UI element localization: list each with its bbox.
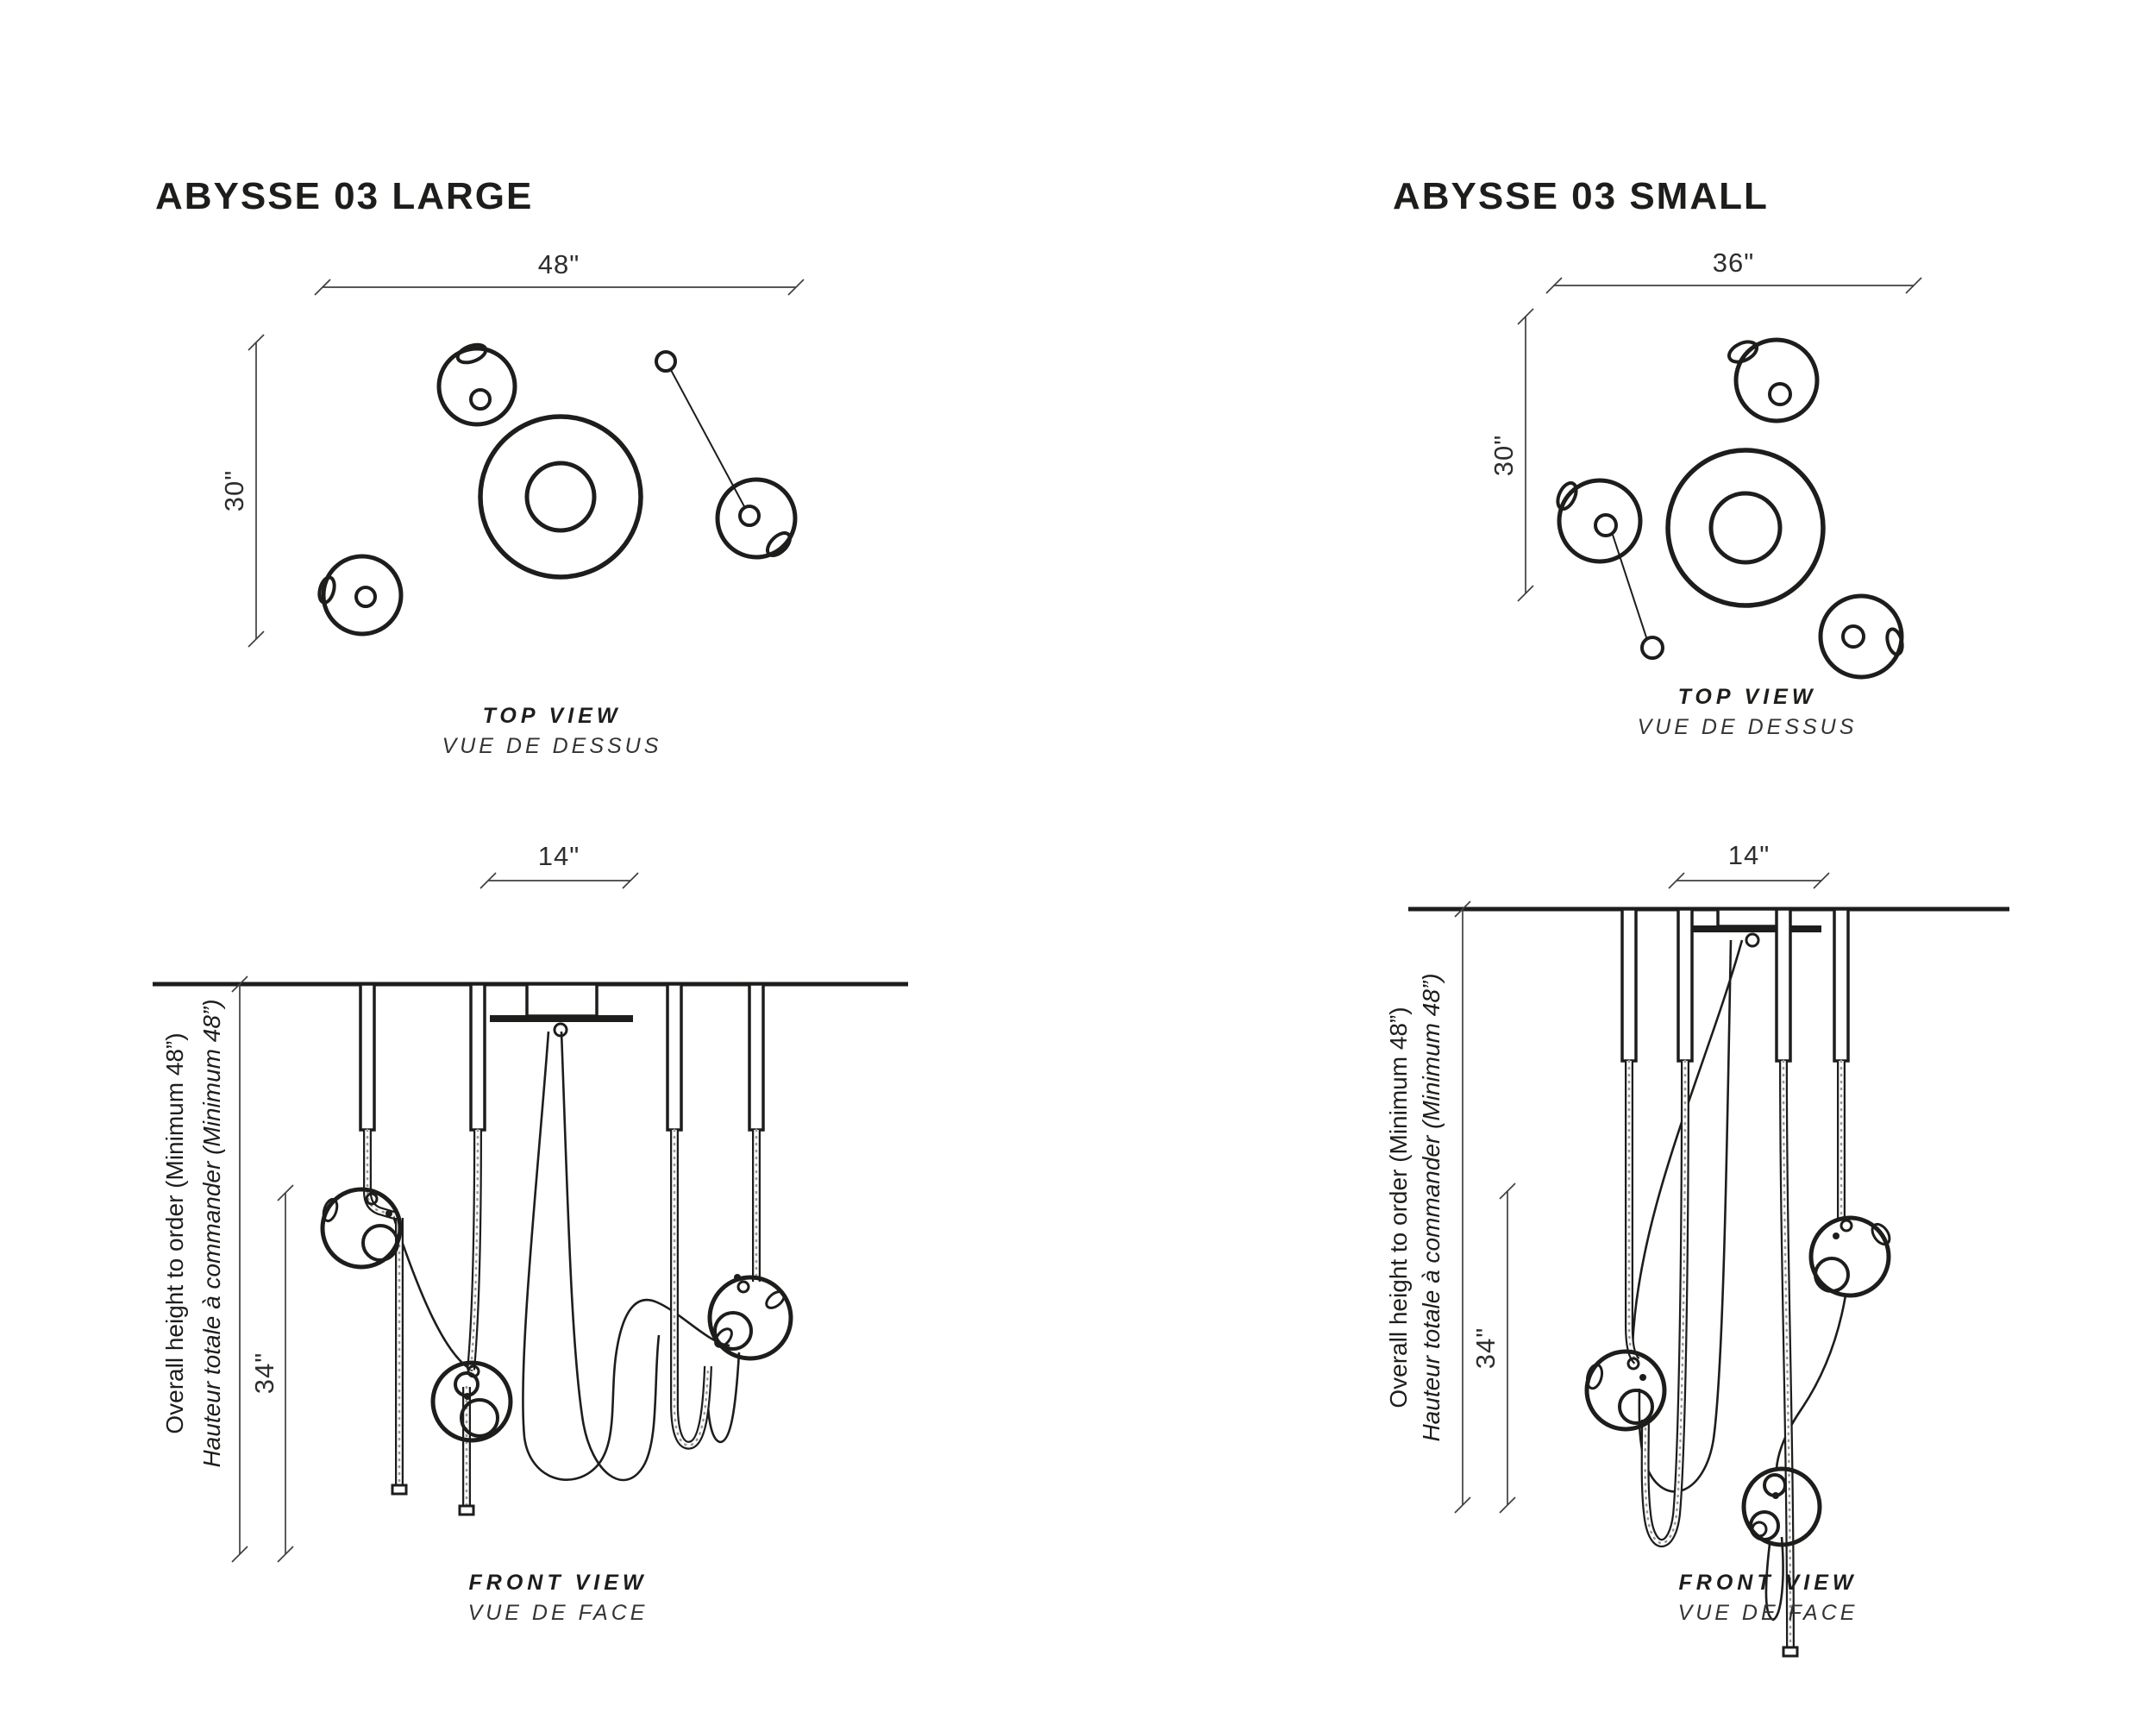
large-fixture-height-label: 34" [249,1352,279,1395]
large-fixture-height-dimension: 34" [249,1184,294,1563]
small-top-depth-dimension: 30" [1489,308,1534,602]
large-canopy [490,982,633,1038]
small-overall-height-label-fr: Hauteur totale à commander (Minimum 48”) [1418,973,1445,1441]
large-top-caption-fr: VUE DE DESSUS [442,734,662,758]
small-top-caption-en: TOP VIEW [1678,685,1817,709]
large-canopy-dimension: 14" [479,841,639,889]
large-front-globe-right [707,1274,793,1361]
small-title: ABYSSE 03 SMALL [1393,175,1769,217]
small-chain-end-cap [1782,1646,1799,1658]
small-front-globe-bottom [1741,1466,1822,1547]
large-front-caption-fr: VUE DE FACE [468,1601,649,1625]
large-overall-height-dimension: Overall height to order (Minimum 48”) Ha… [161,975,248,1563]
small-top-caption-fr: VUE DE DESSUS [1638,715,1858,739]
large-top-globe-lower-left [317,554,404,637]
large-top-depth-label: 30" [219,470,249,512]
small-front-view: 14" Overall height to order (Minimum 48”… [1385,840,2009,1658]
large-chain-end-cap-2 [458,1504,475,1516]
small-swag-cables [1631,939,1847,1622]
large-top-globe-center [478,414,643,580]
large-swag-cables [392,1031,741,1482]
panel-abysse-03-small: ABYSSE 03 SMALL 36" 30" [1385,175,2009,1658]
small-front-globe-right [1808,1215,1891,1298]
large-top-globe-right [715,477,798,560]
small-canopy [1683,907,1821,948]
small-overall-height-dimension: Overall height to order (Minimum 48”) Ha… [1385,900,1471,1514]
large-front-caption-en: FRONT VIEW [469,1571,648,1595]
large-chains [367,1130,756,1516]
small-top-globe-left [1556,478,1664,660]
large-top-depth-dimension: 30" [219,334,265,648]
small-canopy-dim-label: 14" [1728,840,1771,870]
large-ceiling-stems [359,982,765,1132]
large-front-view: 14" Overall height to order (Minimum 48”… [153,841,908,1625]
large-top-view: 48" 30" [219,249,805,758]
small-top-width-dimension: 36" [1545,248,1922,294]
small-canopy-dimension: 14" [1668,840,1830,889]
large-overall-height-label-fr: Hauteur totale à commander (Minimum 48”) [198,999,225,1467]
small-top-depth-label: 30" [1489,435,1519,477]
large-front-globe-left [320,1187,403,1270]
small-top-globe-center [1665,448,1826,608]
large-top-width-dimension: 48" [314,249,805,296]
large-title: ABYSSE 03 LARGE [155,175,533,217]
small-front-caption-en: FRONT VIEW [1679,1571,1858,1595]
large-canopy-dim-label: 14" [538,841,580,871]
small-top-view: 36" 30" [1489,248,1922,739]
large-overall-height-label-en: Overall height to order (Minimum 48”) [161,1032,188,1433]
large-chain-end-cap-1 [391,1484,408,1496]
large-top-caption-en: TOP VIEW [483,704,622,728]
large-top-seed-pendant [655,350,746,509]
small-ceiling-stems [1620,907,1850,1063]
small-top-globe-lower-right [1818,593,1904,680]
small-fixture-height-dimension: 34" [1470,1182,1516,1514]
small-overall-height-label-en: Overall height to order (Minimum 48”) [1385,1007,1412,1408]
small-fixture-height-label: 34" [1470,1327,1501,1370]
small-top-width-label: 36" [1713,248,1755,278]
small-chains [1629,1061,1841,1658]
large-top-globe-upper-left [436,342,517,427]
large-top-width-label: 48" [538,249,580,279]
small-front-globe-left [1584,1349,1667,1432]
panel-abysse-03-large: ABYSSE 03 LARGE 48" 30" [153,175,908,1625]
large-front-globe-middle [430,1360,513,1443]
small-front-caption-fr: VUE DE FACE [1678,1601,1858,1625]
small-top-globe-upper [1727,337,1820,423]
